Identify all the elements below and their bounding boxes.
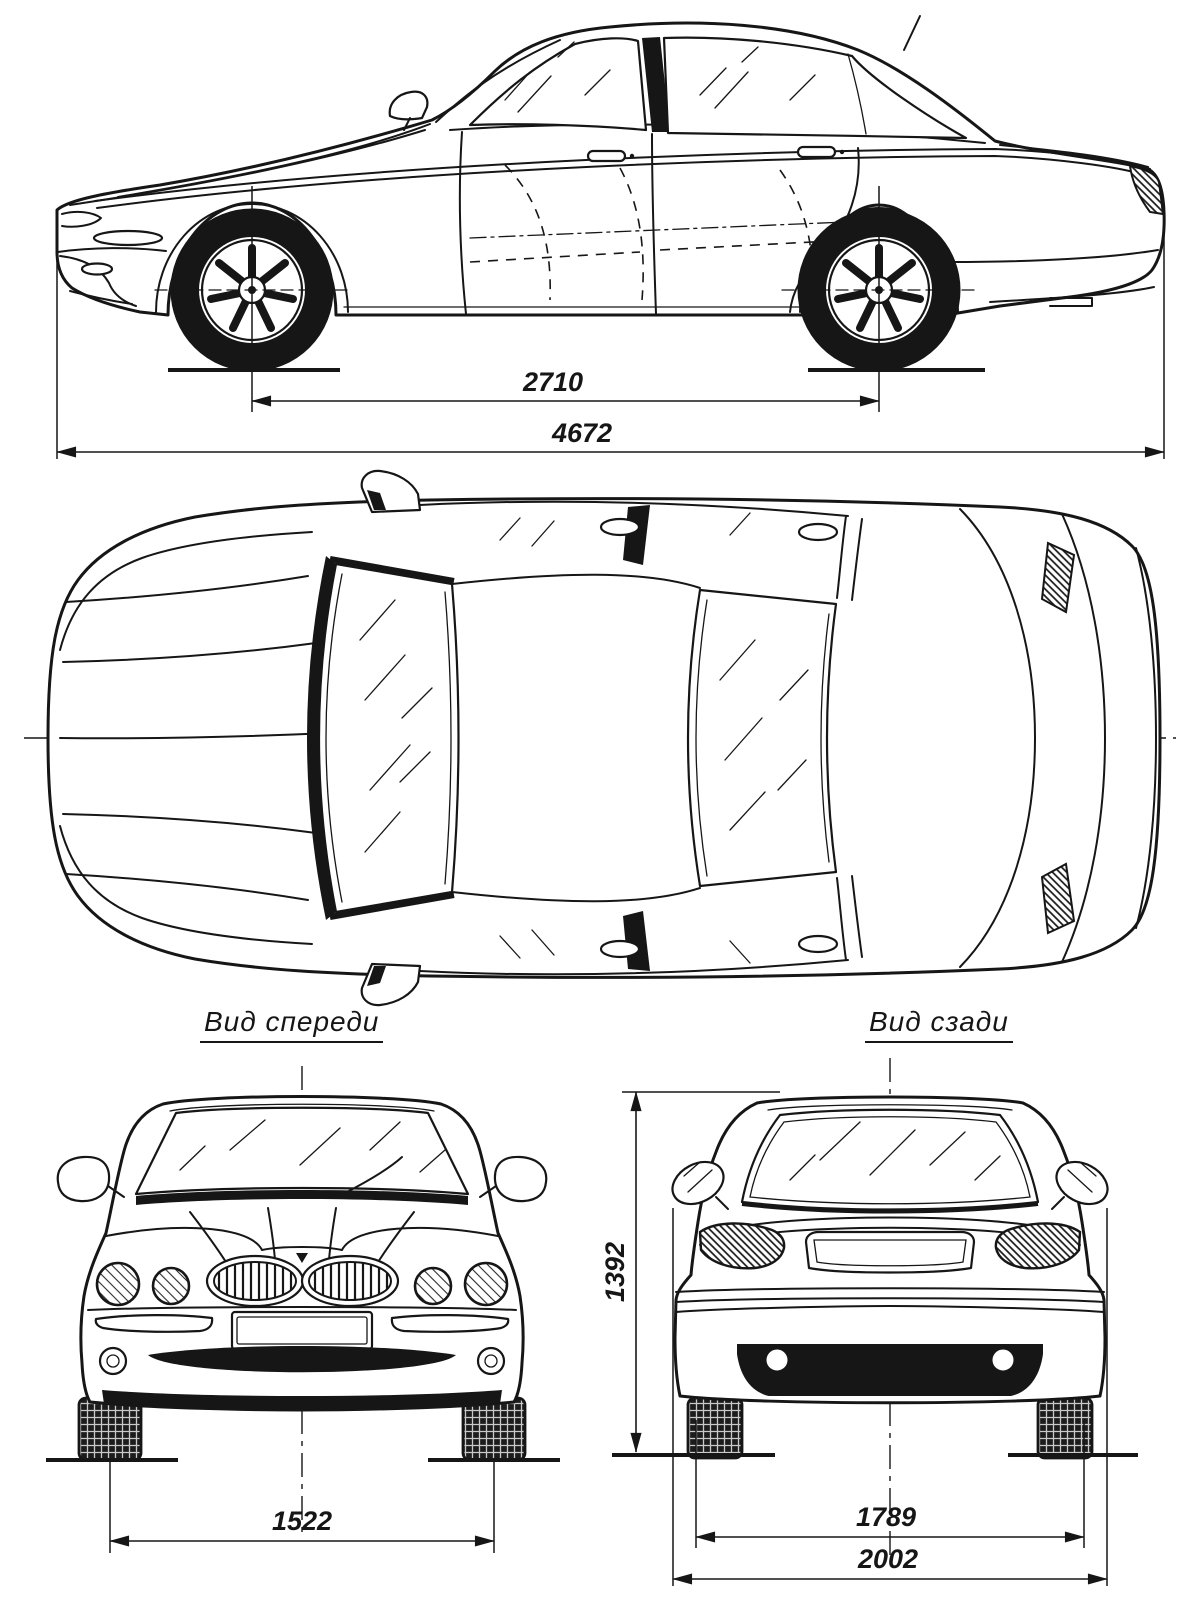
axle-vertical-lines bbox=[251, 186, 880, 412]
front-roof-inner bbox=[169, 1103, 435, 1112]
rear-window-hatch-marks bbox=[789, 1121, 1001, 1181]
rear-view-mirrors bbox=[671, 1160, 1109, 1210]
rear-window bbox=[740, 1108, 1040, 1211]
front-lower-valance bbox=[102, 1390, 502, 1410]
quarter-window-divider bbox=[847, 53, 867, 135]
rear-window-hatch bbox=[719, 639, 809, 831]
front-view-mirrors bbox=[56, 1155, 548, 1203]
windshield-plan bbox=[317, 562, 460, 914]
jaguar-badge-icon bbox=[296, 1253, 308, 1263]
hood-contour-lines bbox=[59, 575, 331, 901]
roof-antenna-icon bbox=[903, 15, 921, 51]
fog-lights bbox=[98, 1346, 506, 1376]
rear-door-window bbox=[662, 36, 968, 140]
front-hood-creases bbox=[189, 1207, 415, 1273]
side-mirror bbox=[388, 90, 429, 121]
dimension-overall-length: 4672 bbox=[56, 222, 1165, 459]
front-windshield-hatch bbox=[179, 1119, 446, 1173]
mirror-stalk bbox=[403, 117, 411, 131]
roof-side-rails bbox=[419, 500, 849, 976]
c-pillar-lines bbox=[836, 515, 863, 961]
dim-overall-length-value: 4672 bbox=[551, 418, 612, 448]
dimension-wheelbase: 2710 bbox=[251, 367, 880, 407]
rear-window-inner bbox=[749, 1116, 1031, 1205]
fender-vent bbox=[92, 229, 164, 247]
b-pillars-plan bbox=[623, 505, 650, 971]
side-view-drawing bbox=[55, 15, 1166, 412]
dimension-rear-track: 1789 bbox=[695, 1420, 1085, 1548]
rear-view-drawing bbox=[612, 1058, 1138, 1560]
rear-window-plan bbox=[686, 588, 838, 888]
rear-window-plan-inner bbox=[695, 599, 830, 877]
windshield-hatch bbox=[359, 599, 433, 853]
air-intake bbox=[148, 1346, 456, 1373]
rear-roof-inner bbox=[767, 1104, 1013, 1111]
side-glass-hatch bbox=[504, 41, 816, 113]
trunk-shut-line bbox=[999, 144, 1149, 168]
front-bumper-lines bbox=[57, 247, 167, 307]
tail-lights-rear bbox=[698, 1222, 1082, 1270]
fog-light-side bbox=[80, 262, 114, 276]
wiper-blade bbox=[344, 1156, 403, 1194]
exhaust-pipes bbox=[763, 1346, 1017, 1374]
front-bumper-plan-lines bbox=[59, 531, 313, 945]
rear-lower-valance bbox=[737, 1344, 1043, 1396]
a-pillars-plan bbox=[329, 556, 455, 920]
interior-hidden-lines bbox=[469, 164, 851, 301]
front-view-label: Вид спереди bbox=[200, 1006, 384, 1043]
dim-front-track-value: 1522 bbox=[272, 1506, 332, 1536]
wiper-band bbox=[136, 1190, 468, 1205]
front-door-window bbox=[468, 37, 648, 132]
license-recess bbox=[804, 1230, 976, 1274]
license-plate-front bbox=[230, 1310, 374, 1351]
top-body-outline bbox=[46, 497, 1162, 979]
front-right-tire bbox=[461, 1396, 527, 1462]
dim-rear-track-value: 1789 bbox=[856, 1502, 916, 1532]
windshield-plan-inner bbox=[325, 573, 452, 903]
interior-dashdot bbox=[469, 221, 846, 239]
hood-leading-edge bbox=[105, 1226, 499, 1251]
rear-bumper-lines bbox=[949, 249, 1159, 307]
dimension-overall-width: 2002 bbox=[672, 1208, 1108, 1586]
dim-overall-height-value: 1392 bbox=[600, 1242, 630, 1302]
bumper-top-line bbox=[87, 1306, 517, 1311]
dimension-overall-height: 1392 bbox=[600, 1091, 780, 1453]
a-pillar-line bbox=[435, 39, 561, 123]
headlights bbox=[95, 1261, 509, 1307]
rear-bumper-lines2 bbox=[675, 1287, 1105, 1313]
front-view-drawing bbox=[46, 1066, 560, 1532]
tail-lights-plan bbox=[1040, 541, 1076, 935]
trunk-plan-lines bbox=[959, 508, 1157, 968]
rear-window-base bbox=[741, 1202, 1039, 1214]
tail-light bbox=[1128, 164, 1165, 216]
dim-wheelbase-value: 2710 bbox=[522, 367, 583, 397]
cowl-panel bbox=[307, 556, 336, 920]
rear-view-label: Вид сзади bbox=[865, 1006, 1013, 1043]
side-glass-plan-hatch bbox=[499, 512, 751, 964]
bumper-side-slots bbox=[94, 1314, 510, 1333]
headlight-side bbox=[61, 210, 102, 228]
dim-overall-width-value: 2002 bbox=[857, 1544, 918, 1574]
plan-door-handles bbox=[599, 517, 839, 959]
b-pillar bbox=[642, 37, 670, 132]
dimension-front-track: 1522 bbox=[109, 1462, 495, 1553]
front-windshield bbox=[134, 1106, 470, 1196]
top-mirrors bbox=[360, 469, 422, 1007]
front-left-tire bbox=[77, 1396, 143, 1462]
door-handles bbox=[586, 145, 845, 163]
top-view-drawing bbox=[24, 469, 1176, 1007]
grille bbox=[205, 1254, 400, 1308]
